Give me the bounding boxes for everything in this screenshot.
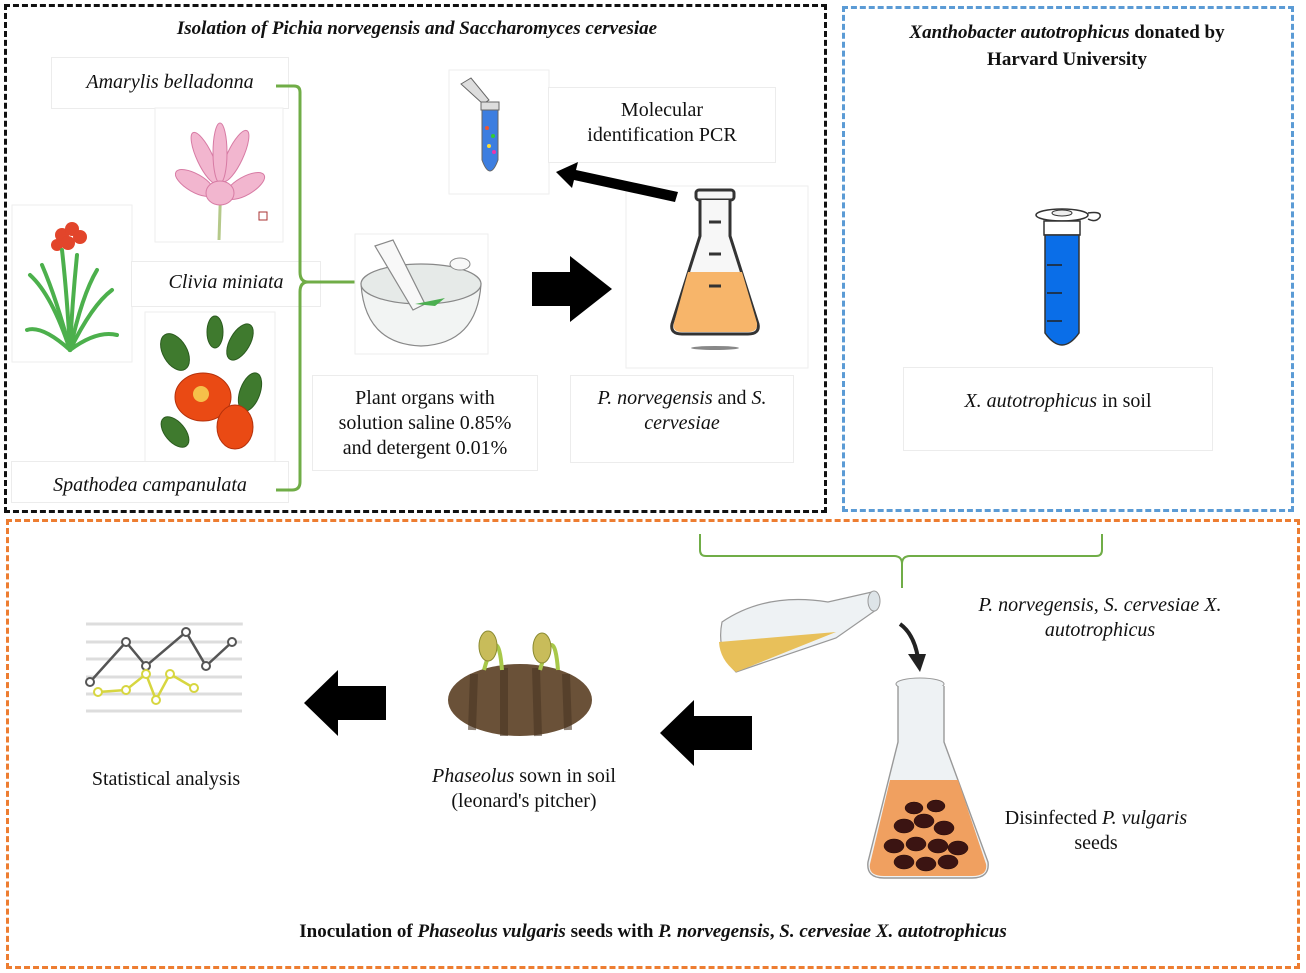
arrow-right-icon (532, 256, 612, 322)
sown-label-species: Phaseolus (432, 765, 515, 787)
pcr-tube-icon (448, 69, 550, 195)
pcr-label-line2: identification PCR (587, 124, 737, 146)
plant-label-clivia: Clivia miniata (168, 271, 284, 293)
pcr-card (549, 88, 775, 162)
clivia-plant-icon (11, 204, 133, 363)
sown-label: Phaseolus sown in soil (leonard's pitche… (404, 764, 644, 814)
plant-card-spathodea (12, 462, 288, 502)
flask-label: P. norvegensis and S. cervesiae (571, 386, 793, 436)
xanthobacter-card (904, 368, 1212, 450)
mortar-label: Plant organs with solution saline 0.85% … (313, 386, 537, 461)
mix-label-species1: P. norvegensis (978, 594, 1094, 616)
arrow-to-pcr-icon (556, 162, 678, 202)
xanthobacter-panel (842, 6, 1294, 512)
mortar-label-line1: Plant organs with (355, 387, 495, 409)
pcr-label: Molecular identification PCR (549, 98, 775, 148)
mortar-label-line2: solution saline 0.85% (338, 412, 512, 434)
arrow-left-icon-2 (660, 700, 752, 766)
inoculation-panel (6, 519, 1300, 969)
amarylis-flower-icon (154, 107, 284, 243)
isolation-title: Isolation of Pichia norvegensis and Sacc… (176, 18, 658, 39)
seed-flask-icon (867, 677, 989, 879)
sown-label-line2: (leonard's pitcher) (451, 790, 597, 812)
flask-label-species2b: cervesiae (644, 412, 720, 434)
plant-card-clivia (132, 262, 320, 306)
mix-bracket-icon (699, 534, 1103, 588)
caption-part-d: P. norvegensis (658, 921, 770, 942)
pouring-flask-icon (719, 590, 881, 673)
mix-label-sep: , (1093, 594, 1104, 616)
xanthobacter-label-species: X. autotrophicus (964, 390, 1098, 412)
plant-label-amarylis: Amarylis belladonna (86, 71, 254, 93)
mix-label: P. norvegensis, S. cervesiae X. autotrop… (940, 593, 1260, 643)
mix-label-species3: autotrophicus (1044, 619, 1156, 641)
caption-part-e: , (769, 921, 780, 942)
mortar-card (313, 376, 537, 470)
xanthobacter-label: X. autotrophicus in soil (904, 389, 1212, 414)
xanthobacter-title-line2: Harvard University (987, 49, 1147, 70)
plants-bracket-icon (276, 84, 358, 492)
xanthobacter-label-soil: in soil (1097, 390, 1152, 412)
caption-part-a: Inoculation of (299, 921, 418, 942)
xanthobacter-tube-icon (1035, 208, 1101, 346)
seeds-label-species: P. vulgaris (1101, 807, 1188, 829)
line-chart-icon (85, 622, 243, 713)
plant-label-spathodea: Spathodea campanulata (53, 474, 247, 496)
mortar-label-line3: and detergent 0.01% (342, 437, 508, 459)
plant-card-amarylis (52, 58, 288, 108)
flask-label-and: and (712, 387, 752, 409)
inoculation-caption: Inoculation of Phaseolus vulgaris seeds … (40, 921, 1266, 943)
caption-part-f: S. cervesiae X. autotrophicus (779, 921, 1007, 942)
pour-arrow-icon (898, 622, 926, 672)
sown-label-text: sown in soil (514, 765, 616, 787)
flask-label-species2a: S. (751, 387, 767, 409)
flask-label-species1: P. norvegensis (597, 387, 713, 409)
caption-part-c: seeds with (565, 921, 659, 942)
culture-flask-icon (625, 185, 809, 369)
isolation-panel (4, 4, 827, 513)
mix-label-species2: S. cervesiae X. (1103, 594, 1222, 616)
flask-card (571, 376, 793, 462)
seeds-label-disinfected: Disinfected (1004, 807, 1102, 829)
mortar-pestle-icon (354, 233, 489, 355)
stats-label: Statistical analysis (91, 768, 241, 790)
pcr-label-line1: Molecular (620, 99, 704, 121)
arrow-left-icon-1 (304, 670, 386, 736)
seeds-label-seeds: seeds (1074, 832, 1118, 854)
xanthobacter-title: Xanthobacter autotrophicus donated by Ha… (852, 19, 1282, 73)
xanthobacter-title-species: Xanthobacter autotrophicus (909, 22, 1130, 43)
spathodea-flower-icon (144, 311, 276, 463)
xanthobacter-title-donated: donated by (1129, 22, 1225, 43)
sprouted-beans-soil-icon (448, 630, 592, 737)
seeds-label: Disinfected P. vulgaris seeds (980, 806, 1212, 856)
caption-part-b: Phaseolus vulgaris (417, 921, 566, 942)
